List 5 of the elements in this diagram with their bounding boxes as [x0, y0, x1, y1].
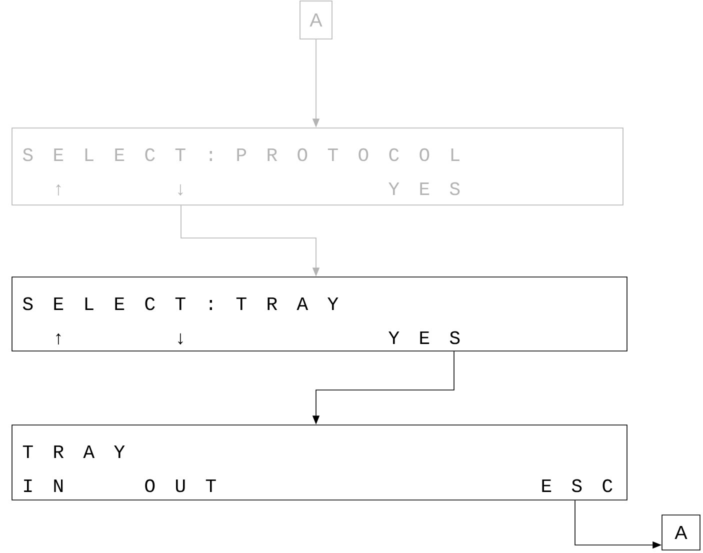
display-box: S E L E C T : T R A Y ↑ ↓ Y E S	[12, 276, 628, 352]
letter-box: A	[662, 514, 700, 550]
display-box: S E L E C T : P R O T O C O L ↑ ↓ Y E S	[12, 128, 624, 206]
display-box: T R A Y I N O U T E S C	[12, 424, 628, 500]
letter-box: A	[300, 0, 332, 40]
